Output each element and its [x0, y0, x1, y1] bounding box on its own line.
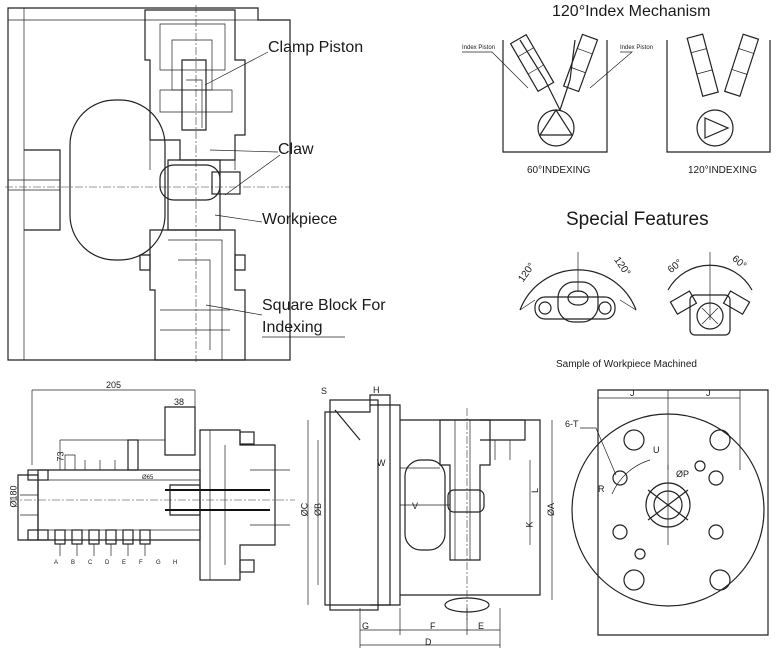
dim-R: R	[598, 484, 605, 494]
front-dimension-view	[307, 394, 553, 648]
dim-73: 73	[55, 451, 66, 462]
label-square-block-line2: Indexing	[262, 319, 323, 336]
label-index-piston-right: Index Piston	[620, 45, 654, 51]
dim-A: ØA	[546, 502, 557, 517]
dim-H: H	[373, 385, 380, 395]
label-index-piston-left: Index Piston	[462, 45, 496, 51]
dim-C: ØC	[299, 502, 310, 517]
dim-J-left: J	[630, 388, 635, 398]
special-features-views	[519, 252, 753, 336]
dim-W: W	[377, 458, 386, 468]
side-assembly-view	[10, 389, 295, 581]
dim-65: Ø65	[142, 475, 154, 481]
dim-F: F	[430, 621, 436, 631]
special-features-title: Special Features	[566, 209, 709, 230]
label-workpiece: Workpiece	[262, 211, 338, 228]
port-label: D	[105, 560, 110, 566]
label-square-block-line1: Square Block For	[262, 297, 386, 314]
dim-G: G	[362, 621, 370, 631]
port-label: F	[139, 560, 143, 566]
dim-P: ØP	[676, 469, 690, 479]
port-label: C	[88, 560, 93, 566]
top-plan-view	[571, 389, 769, 636]
caption-120-indexing: 120°INDEXING	[688, 165, 758, 176]
dim-38: 38	[174, 397, 185, 407]
caption-60-indexing: 60°INDEXING	[527, 165, 591, 176]
dim-V: V	[412, 501, 419, 511]
dim-S: S	[321, 386, 328, 396]
label-claw: Claw	[278, 141, 314, 158]
index-mechanism-views	[462, 33, 771, 153]
dim-180: Ø180	[8, 485, 19, 508]
port-label: A	[54, 560, 59, 566]
dim-U: U	[653, 445, 660, 455]
port-label: B	[71, 560, 76, 566]
dim-6-T: 6-T	[565, 419, 579, 429]
label-clamp-piston: Clamp Piston	[268, 39, 364, 56]
dim-J-right: J	[706, 388, 711, 398]
caption-sample-workpiece: Sample of Workpiece Machined	[556, 359, 697, 370]
dim-B: ØB	[313, 502, 324, 517]
port-label: E	[122, 560, 127, 566]
dim-L: L	[530, 487, 541, 494]
dim-K: K	[524, 521, 535, 528]
index-mechanism-title: 120°Index Mechanism	[552, 3, 711, 20]
main-section-view	[5, 5, 345, 362]
dim-E: E	[478, 621, 485, 631]
port-label: G	[156, 560, 161, 566]
dim-205: 205	[106, 380, 122, 390]
port-label: H	[173, 560, 178, 566]
dim-D: D	[425, 637, 432, 647]
